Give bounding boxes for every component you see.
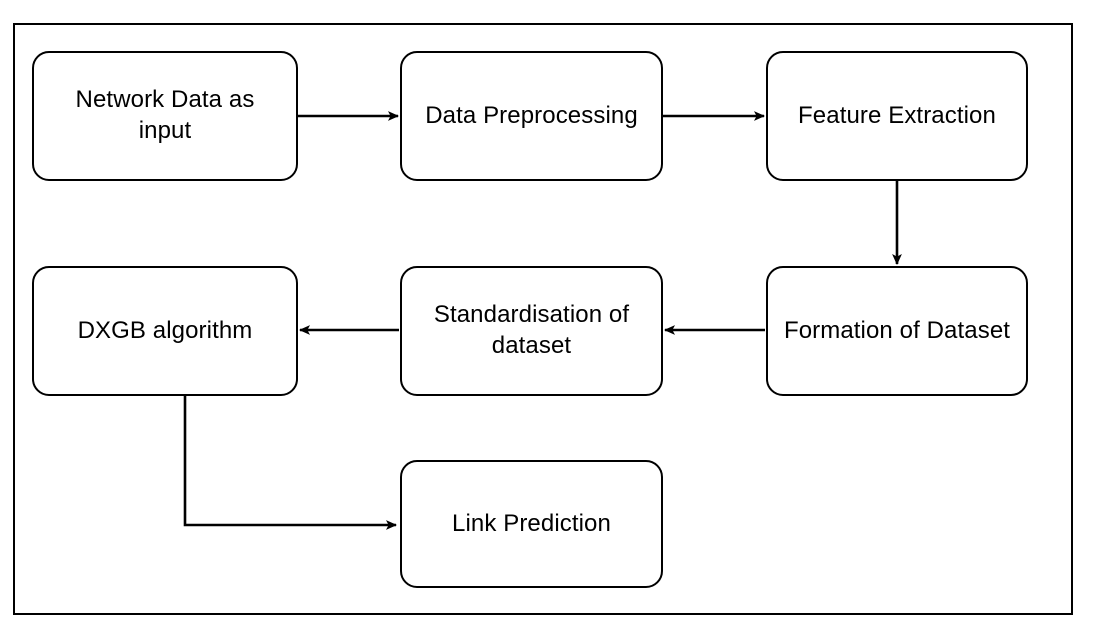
node-dxgb-algorithm[interactable]: DXGB algorithm — [32, 266, 298, 396]
node-feature-extraction[interactable]: Feature Extraction — [766, 51, 1028, 181]
node-data-preprocessing[interactable]: Data Preprocessing — [400, 51, 663, 181]
node-label-data-preprocessing: Data Preprocessing — [425, 101, 638, 129]
node-label-standardisation-of-dataset: Standardisation of dataset — [433, 301, 630, 359]
node-network-data-input[interactable]: Network Data as input — [32, 51, 298, 181]
node-label-network-data-input: Network Data as input — [75, 86, 255, 144]
node-link-prediction[interactable]: Link Prediction — [400, 460, 663, 588]
node-formation-of-dataset[interactable]: Formation of Dataset — [766, 266, 1028, 396]
node-standardisation-of-dataset[interactable]: Standardisation of dataset — [400, 266, 663, 396]
node-label-dxgb-algorithm: DXGB algorithm — [77, 316, 253, 344]
node-label-formation-of-dataset: Formation of Dataset — [783, 316, 1011, 344]
node-label-feature-extraction: Feature Extraction — [798, 101, 996, 129]
diagram-outer-frame — [13, 23, 1073, 615]
node-label-link-prediction: Link Prediction — [452, 509, 611, 537]
edge-dxgb-to-link-prediction — [183, 396, 397, 530]
